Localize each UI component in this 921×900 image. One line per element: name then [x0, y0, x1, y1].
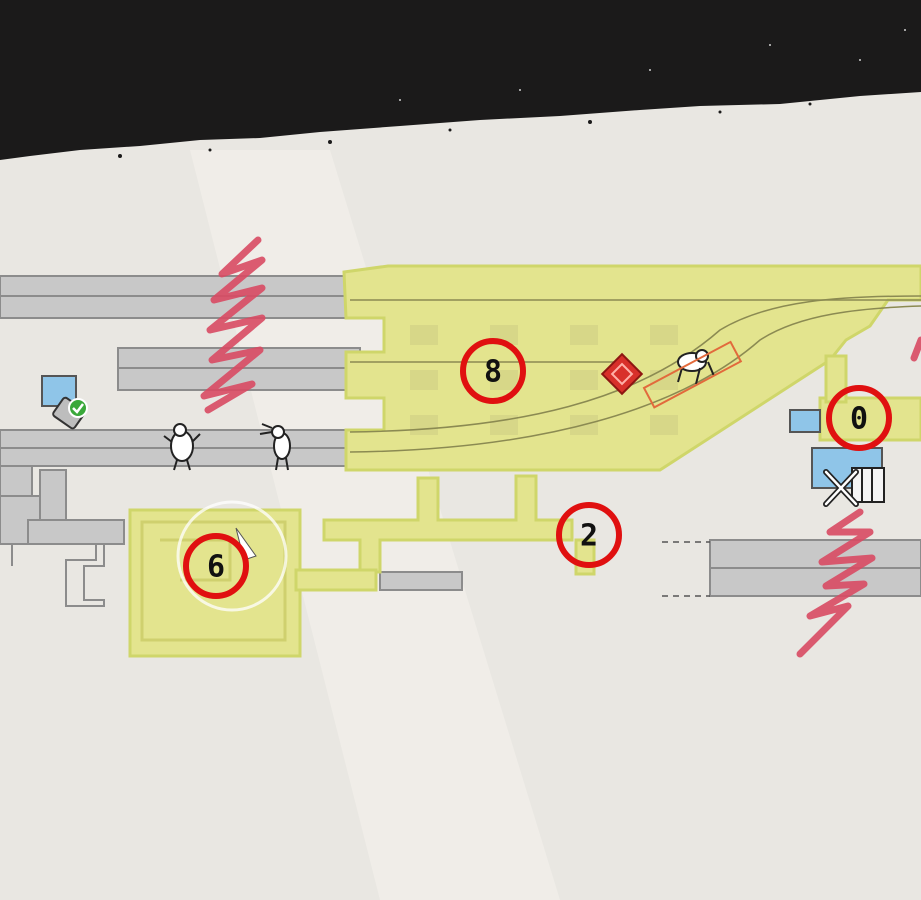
ink-top-edge — [0, 0, 921, 160]
room-marker-8[interactable]: 8 — [460, 338, 526, 404]
track-dashes — [662, 541, 710, 597]
rails — [349, 295, 921, 453]
blocked-scribbles — [200, 236, 921, 658]
room-6-inner — [140, 520, 287, 642]
enemy-creature-icon[interactable] — [163, 423, 201, 471]
player-figure-icon[interactable] — [259, 423, 291, 471]
save-station-checkmark-icon[interactable] — [52, 396, 88, 430]
ink-speckles — [118, 102, 812, 158]
room-marker-label: 2 — [580, 519, 598, 554]
connector-corridor — [322, 474, 574, 574]
enemy-patrol-zone — [642, 340, 743, 409]
room-marker-2[interactable]: 2 — [556, 502, 622, 568]
room-marker-0[interactable]: 0 — [826, 385, 892, 451]
red-diamond-objective-icon[interactable] — [600, 352, 644, 396]
room-marker-label: 8 — [484, 355, 502, 390]
room-marker-label: 6 — [207, 550, 225, 585]
workshop-tools-icon[interactable] — [823, 467, 885, 507]
ink-specks-white — [399, 29, 906, 101]
room-marker-label: 0 — [850, 402, 868, 437]
room-marker-6[interactable]: 6 — [183, 533, 249, 599]
room-8-tiles — [384, 300, 714, 450]
